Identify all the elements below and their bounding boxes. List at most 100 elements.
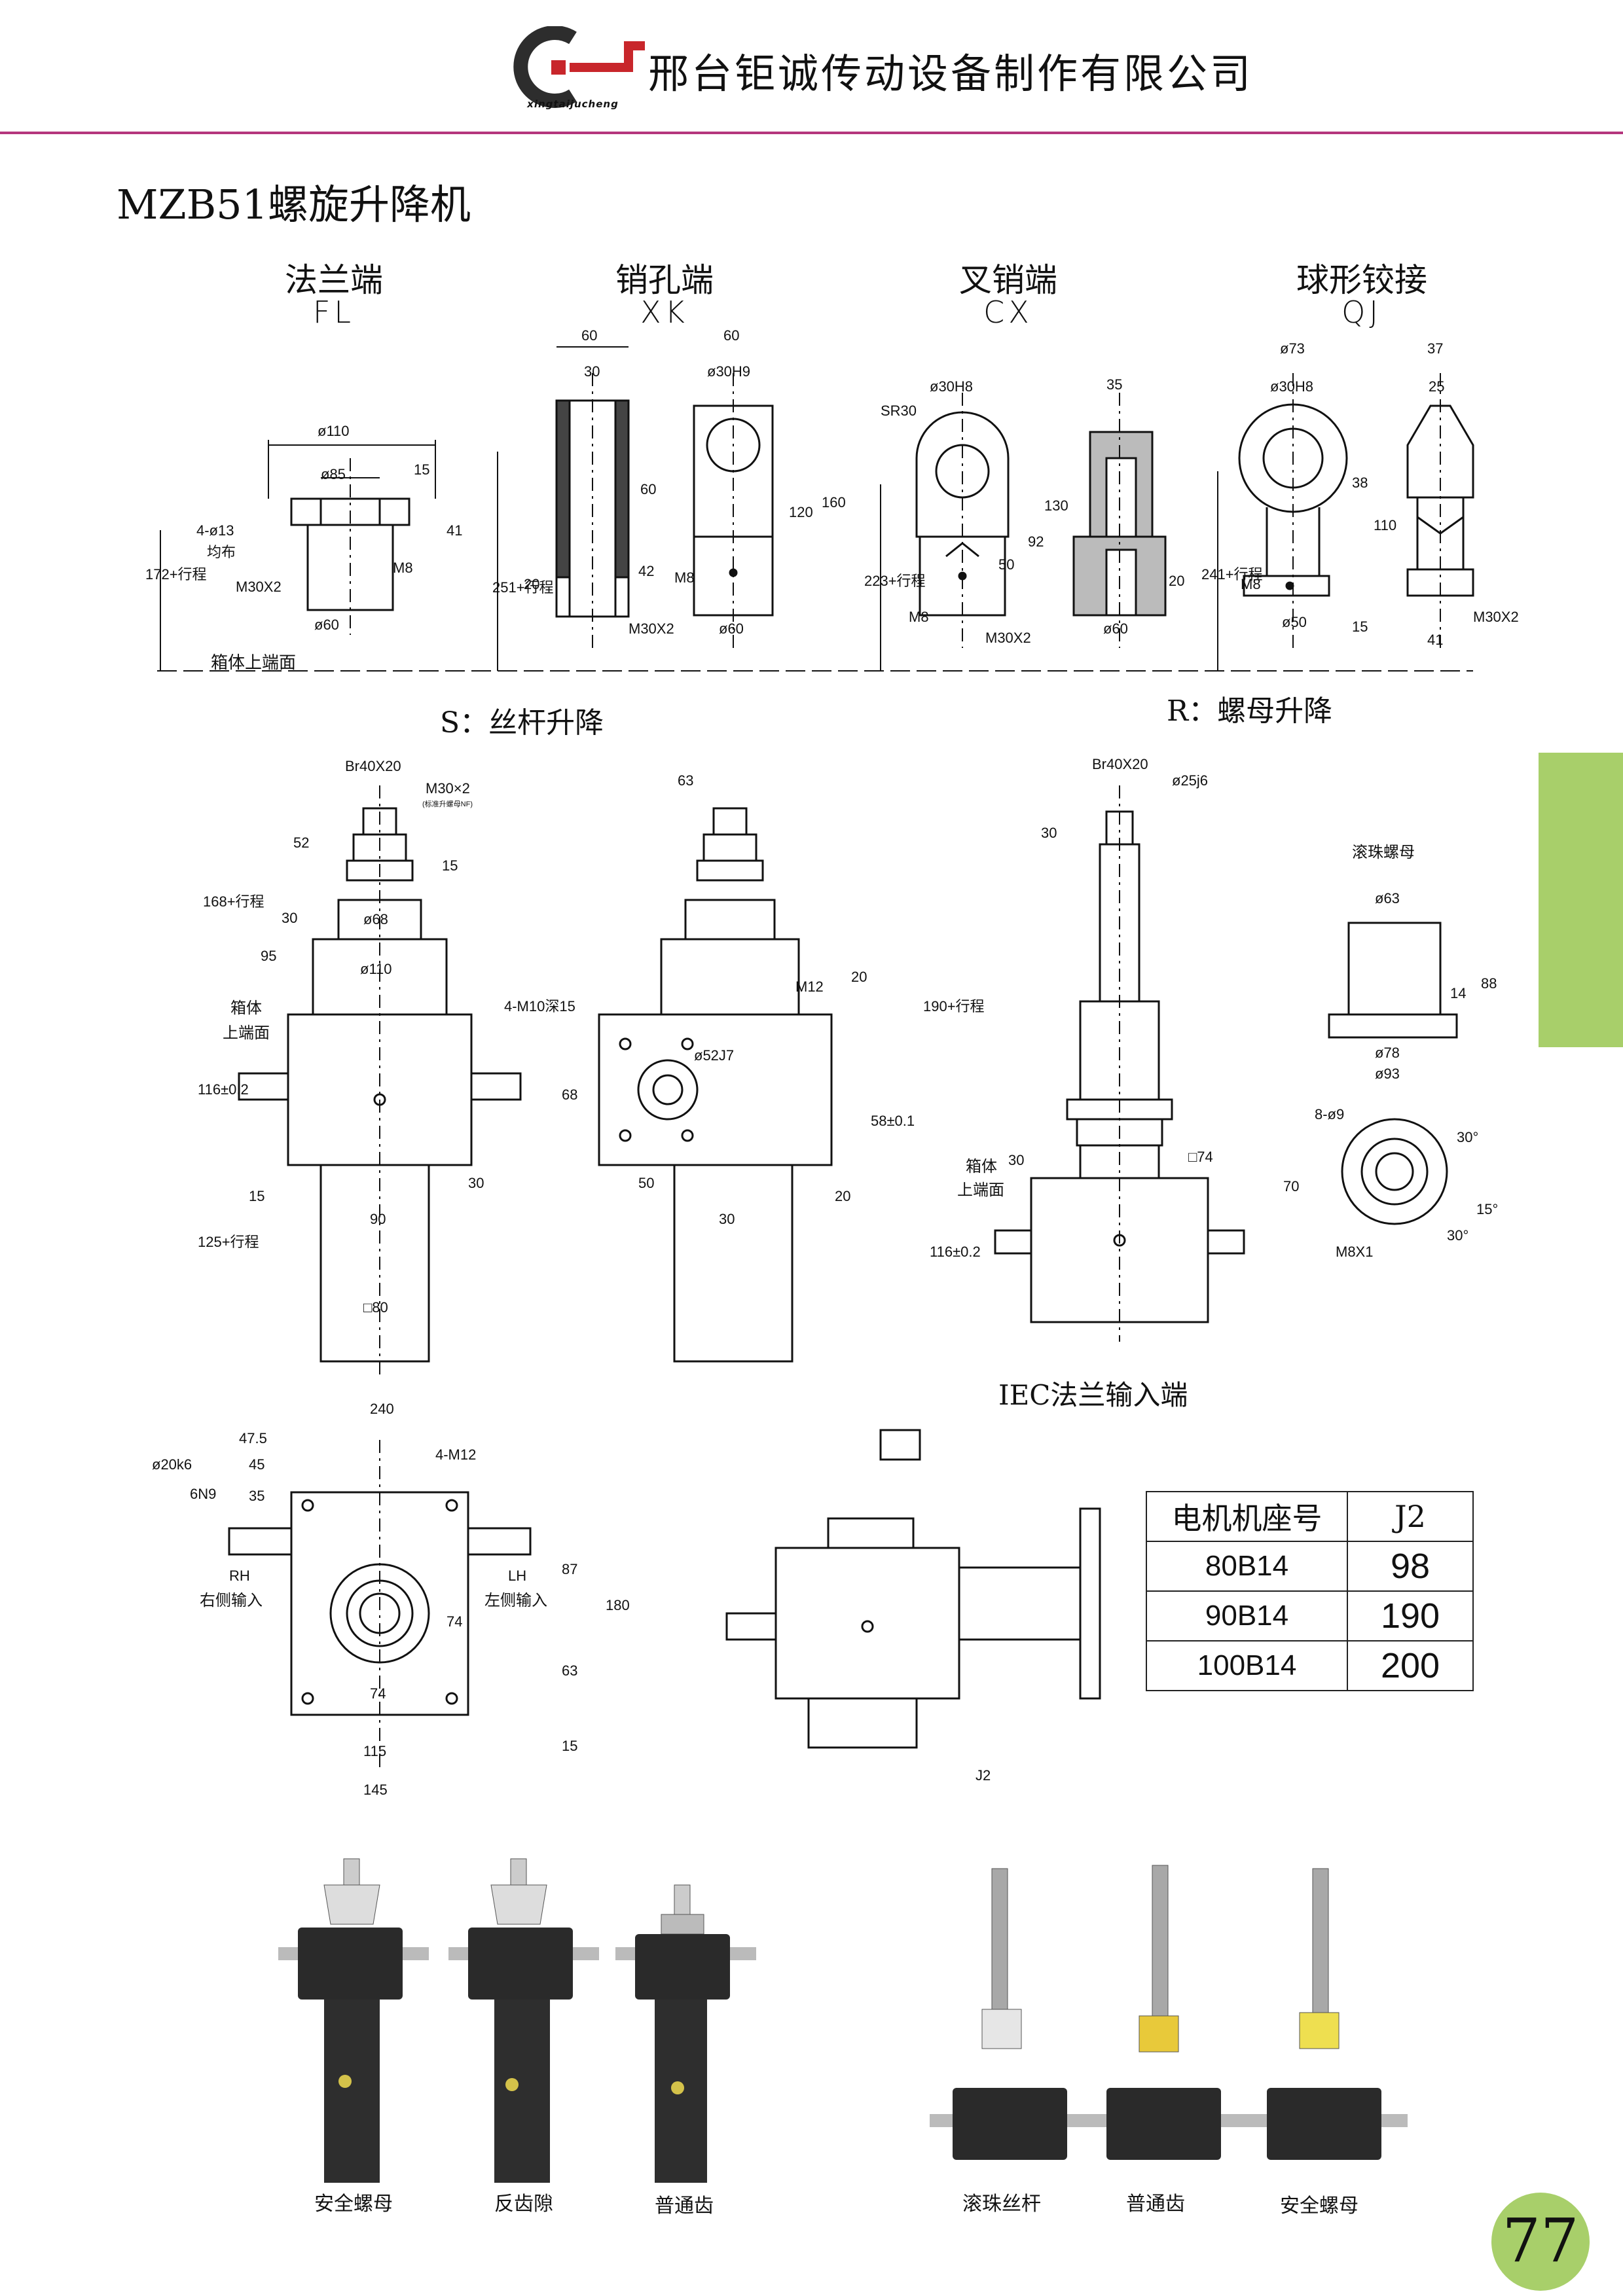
- dim-fl-8: M8: [393, 560, 413, 576]
- dim-s2-8: 50: [638, 1175, 655, 1191]
- dim-xk-5: 60: [640, 481, 657, 497]
- dim-xk-7: 160: [822, 494, 846, 511]
- s-section-label: S：丝杆升降: [440, 706, 604, 740]
- dim-qj-6: 110: [1374, 517, 1397, 533]
- plan-and-iec-drawings: [228, 1429, 1101, 1767]
- page-header: xingtaijucheng 邢台钜诚传动设备制作有限公司: [0, 0, 1623, 137]
- dim-xk-9: 20: [524, 576, 540, 592]
- photo-caption-left-2: 反齿隙: [494, 2193, 553, 2215]
- dim-fl-2: ø85: [321, 466, 346, 482]
- dim-nut-6: 8-ø9: [1315, 1106, 1345, 1122]
- product-photo-left-1: [278, 1858, 429, 2183]
- dim-nut-1: ø63: [1375, 890, 1400, 906]
- dim-xk-12: M30X2: [629, 620, 674, 637]
- r1-box-label: 箱体: [966, 1157, 997, 1175]
- dim-cx-11: 20: [1169, 573, 1185, 589]
- dim-qj-11: 41: [1427, 632, 1444, 648]
- dim-qj-4: 25: [1429, 378, 1445, 395]
- variant-cx-name: 叉销端: [959, 261, 1057, 299]
- page-number: 77: [1502, 2206, 1579, 2276]
- dim-r1-4: 190+行程: [923, 998, 985, 1014]
- dim-r1-1: Br40X20: [1092, 756, 1148, 772]
- dim-cx-4: 130: [1044, 497, 1068, 514]
- dim-plan-9: 右侧输入: [200, 1591, 263, 1609]
- product-photo-right-1: [930, 1868, 1093, 2160]
- dim-qj-10: 15: [1352, 619, 1368, 635]
- variant-xk-code: XK: [640, 295, 689, 330]
- dim-xk-4: ø30H9: [707, 363, 751, 380]
- dim-qj-8: M8: [1241, 576, 1261, 592]
- dim-s2-10: 20: [835, 1188, 851, 1204]
- dim-cx-3: 35: [1106, 376, 1123, 393]
- dim-xk-2: 30: [584, 363, 600, 380]
- table-cell: 90B14: [1146, 1590, 1348, 1641]
- table-row: 100B14 200: [1146, 1640, 1474, 1691]
- table-cell: 200: [1347, 1640, 1474, 1691]
- dim-s2-3: M12: [795, 978, 824, 995]
- dim-s2-4: 20: [851, 969, 867, 985]
- dim-plan-18: 115: [363, 1743, 387, 1759]
- dim-fl-5: 均布: [207, 544, 236, 560]
- dim-s2-9: 30: [719, 1211, 735, 1227]
- table-header-frame: 电机机座号: [1146, 1491, 1348, 1542]
- dim-xk-13: ø60: [719, 620, 744, 637]
- box-top-label: 箱体上端面: [211, 653, 297, 673]
- dim-xk-11: M8: [674, 569, 695, 586]
- dim-xk-3: 60: [723, 327, 740, 344]
- photo-caption-right-2: 普通齿: [1126, 2193, 1185, 2215]
- dim-fl-10: 172+行程: [145, 566, 207, 583]
- r-section-label: R：螺母升降: [1167, 694, 1333, 728]
- table-header-row: 电机机座号 J2: [1146, 1491, 1474, 1542]
- ball-nut-label: 滚珠螺母: [1352, 843, 1415, 861]
- dim-s2-7: 58±0.1: [871, 1113, 915, 1129]
- dim-cx-10: ø60: [1103, 620, 1128, 637]
- photo-caption-right-1: 滚珠丝杆: [962, 2193, 1041, 2215]
- dim-s1-6: 168+行程: [203, 893, 264, 910]
- dim-plan-6: 6N9: [190, 1486, 217, 1502]
- dim-s1-12: 15: [249, 1188, 265, 1204]
- dim-s1-10: ø110: [360, 961, 392, 977]
- dim-fl-4: 4-ø13: [196, 522, 234, 539]
- dim-s1-7: 30: [282, 910, 298, 926]
- dim-qj-7: 241+行程: [1201, 566, 1263, 583]
- dim-r1-2: ø25j6: [1172, 772, 1209, 789]
- dim-nut-8: 15°: [1476, 1201, 1499, 1217]
- end-fittings-drawing: [157, 346, 1474, 672]
- page-title: MZB51螺旋升降机: [117, 181, 471, 228]
- dim-nut-2: 88: [1481, 975, 1497, 992]
- dim-plan-7: 4-M12: [435, 1446, 477, 1463]
- box-label: 箱体: [230, 999, 262, 1017]
- dim-plan-2: 47.5: [239, 1430, 267, 1446]
- dim-fl-9: ø60: [314, 617, 339, 633]
- table-cell: 190: [1347, 1590, 1474, 1641]
- variant-qj-code: QJ: [1341, 295, 1382, 330]
- dim-s1-16: □80: [363, 1299, 388, 1316]
- dim-plan-5: ø20k6: [152, 1456, 192, 1473]
- photo-caption-left-3: 普通齿: [655, 2195, 714, 2217]
- dim-xk-8: 251+行程: [492, 579, 554, 596]
- dim-plan-1: 240: [370, 1401, 394, 1417]
- variant-cx-code: CX: [983, 295, 1033, 330]
- dim-s1-3: (标准升螺母NF): [422, 800, 473, 808]
- r1-top-face-label: 上端面: [957, 1181, 1004, 1199]
- variant-fl-code: FL: [312, 295, 356, 330]
- dim-s2-2: 4-M10深15: [504, 998, 575, 1014]
- dim-qj-12: M30X2: [1473, 609, 1519, 625]
- table-row: 90B14 190: [1146, 1590, 1474, 1641]
- variant-fl-name: 法兰端: [285, 261, 383, 299]
- dim-plan-4: 35: [249, 1488, 265, 1504]
- dim-s2-1: 63: [678, 772, 694, 789]
- dim-s2-5: ø52J7: [694, 1047, 735, 1064]
- dim-cx-5: 92: [1028, 533, 1044, 550]
- side-tab: [1539, 753, 1623, 1047]
- dim-qj-2: ø30H8: [1270, 378, 1314, 395]
- variant-qj-name: 球形铰接: [1296, 261, 1427, 299]
- dim-fl-7: M30X2: [236, 579, 282, 595]
- table-cell: 100B14: [1146, 1640, 1348, 1691]
- table-header-j2: J2: [1347, 1491, 1474, 1542]
- dim-nut-5: ø93: [1375, 1066, 1400, 1082]
- iec-section-label: IEC法兰输入端: [998, 1379, 1188, 1411]
- motor-frame-table: 电机机座号 J2 80B14 98 90B14 190 100B14 200: [1146, 1491, 1474, 1691]
- dim-plan-10: LH: [508, 1568, 527, 1584]
- logo-subtext: xingtaijucheng: [527, 98, 619, 110]
